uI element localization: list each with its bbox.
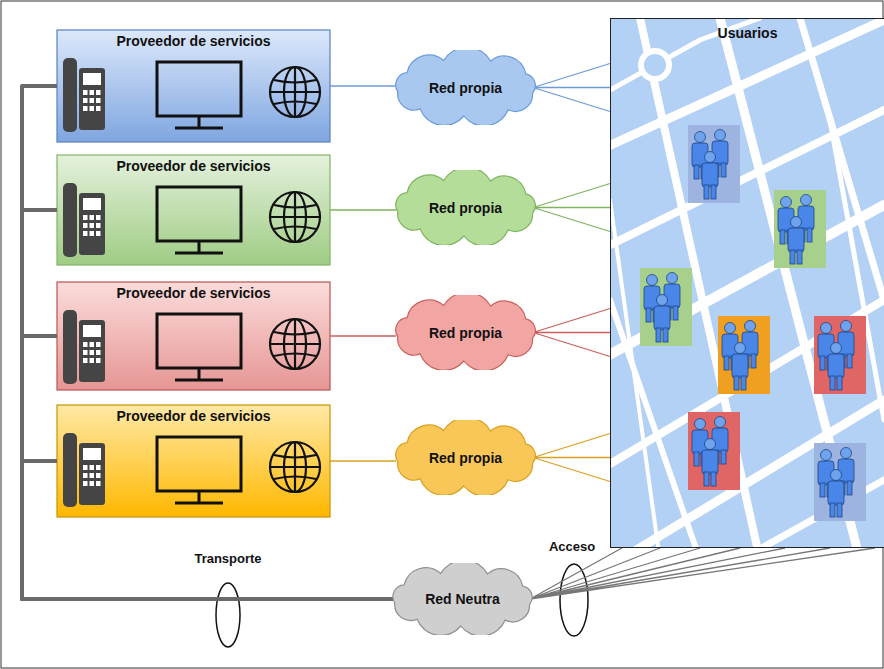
phone-icon xyxy=(63,58,105,132)
provider-panel xyxy=(57,155,330,265)
provider-box: Proveedor de servicios xyxy=(57,405,330,517)
panel-fill xyxy=(57,30,330,142)
provider-panels xyxy=(57,30,330,517)
provider-box: Proveedor de servicios xyxy=(57,30,330,142)
user-group xyxy=(774,190,826,268)
provider-title: Proveedor de servicios xyxy=(116,285,270,301)
user-group xyxy=(718,316,770,394)
user-groups xyxy=(640,125,866,521)
access-link xyxy=(530,548,875,599)
globe-icon xyxy=(270,442,320,492)
provider-panel xyxy=(57,30,330,142)
access-link xyxy=(533,64,610,112)
user-group xyxy=(814,316,866,394)
panel-fill xyxy=(57,155,330,265)
tv-icon xyxy=(157,437,241,503)
phone-icon xyxy=(63,310,105,384)
user-group xyxy=(814,443,866,521)
globe-icon xyxy=(270,319,320,369)
provider-link xyxy=(330,209,396,211)
phone-icon xyxy=(63,433,105,507)
provider-link xyxy=(330,85,396,87)
user-group xyxy=(640,268,692,346)
transport-ring xyxy=(216,583,240,647)
panel-fill xyxy=(57,405,330,517)
access-link xyxy=(533,309,610,357)
transport-link xyxy=(22,210,393,599)
provider-panel xyxy=(57,282,330,390)
tv-icon xyxy=(157,314,241,380)
network-name: Red propia xyxy=(429,325,502,341)
network-cloud: Red propia xyxy=(388,420,543,495)
network-name: Red Neutra xyxy=(425,591,500,607)
network-name: Red propia xyxy=(429,450,502,466)
network-cloud: Red propia xyxy=(388,295,543,370)
section-label: Acceso xyxy=(549,539,595,554)
provider-panel xyxy=(57,405,330,517)
street-map xyxy=(610,18,884,548)
network-cloud: Red propia xyxy=(388,170,543,245)
globe-icon xyxy=(270,192,320,242)
tv-icon xyxy=(157,187,241,253)
transport-link xyxy=(22,336,393,599)
access-link xyxy=(533,184,610,232)
provider-link xyxy=(330,335,396,337)
provider-title: Proveedor de servicios xyxy=(116,158,270,174)
provider-box: Proveedor de servicios xyxy=(57,282,330,390)
transport-link xyxy=(22,86,393,599)
network-name: Red propia xyxy=(429,200,502,216)
network-name: Red propia xyxy=(429,80,502,96)
tv-icon xyxy=(157,62,241,128)
network-cloud: Red Neutra xyxy=(385,563,540,635)
phone-icon xyxy=(63,183,105,257)
region-title: Usuarios xyxy=(718,25,778,41)
user-group xyxy=(688,125,740,203)
transport-link xyxy=(22,461,393,599)
users-map: Usuarios xyxy=(610,18,884,548)
access-link xyxy=(533,434,610,482)
provider-title: Proveedor de servicios xyxy=(116,408,270,424)
user-group xyxy=(688,412,740,490)
globe-icon xyxy=(270,67,320,117)
section-label: Transporte xyxy=(194,551,261,566)
network-cloud: Red propia xyxy=(388,50,543,125)
provider-link xyxy=(330,460,396,462)
panel-fill xyxy=(57,282,330,390)
provider-box: Proveedor de servicios xyxy=(57,155,330,265)
provider-title: Proveedor de servicios xyxy=(116,33,270,49)
